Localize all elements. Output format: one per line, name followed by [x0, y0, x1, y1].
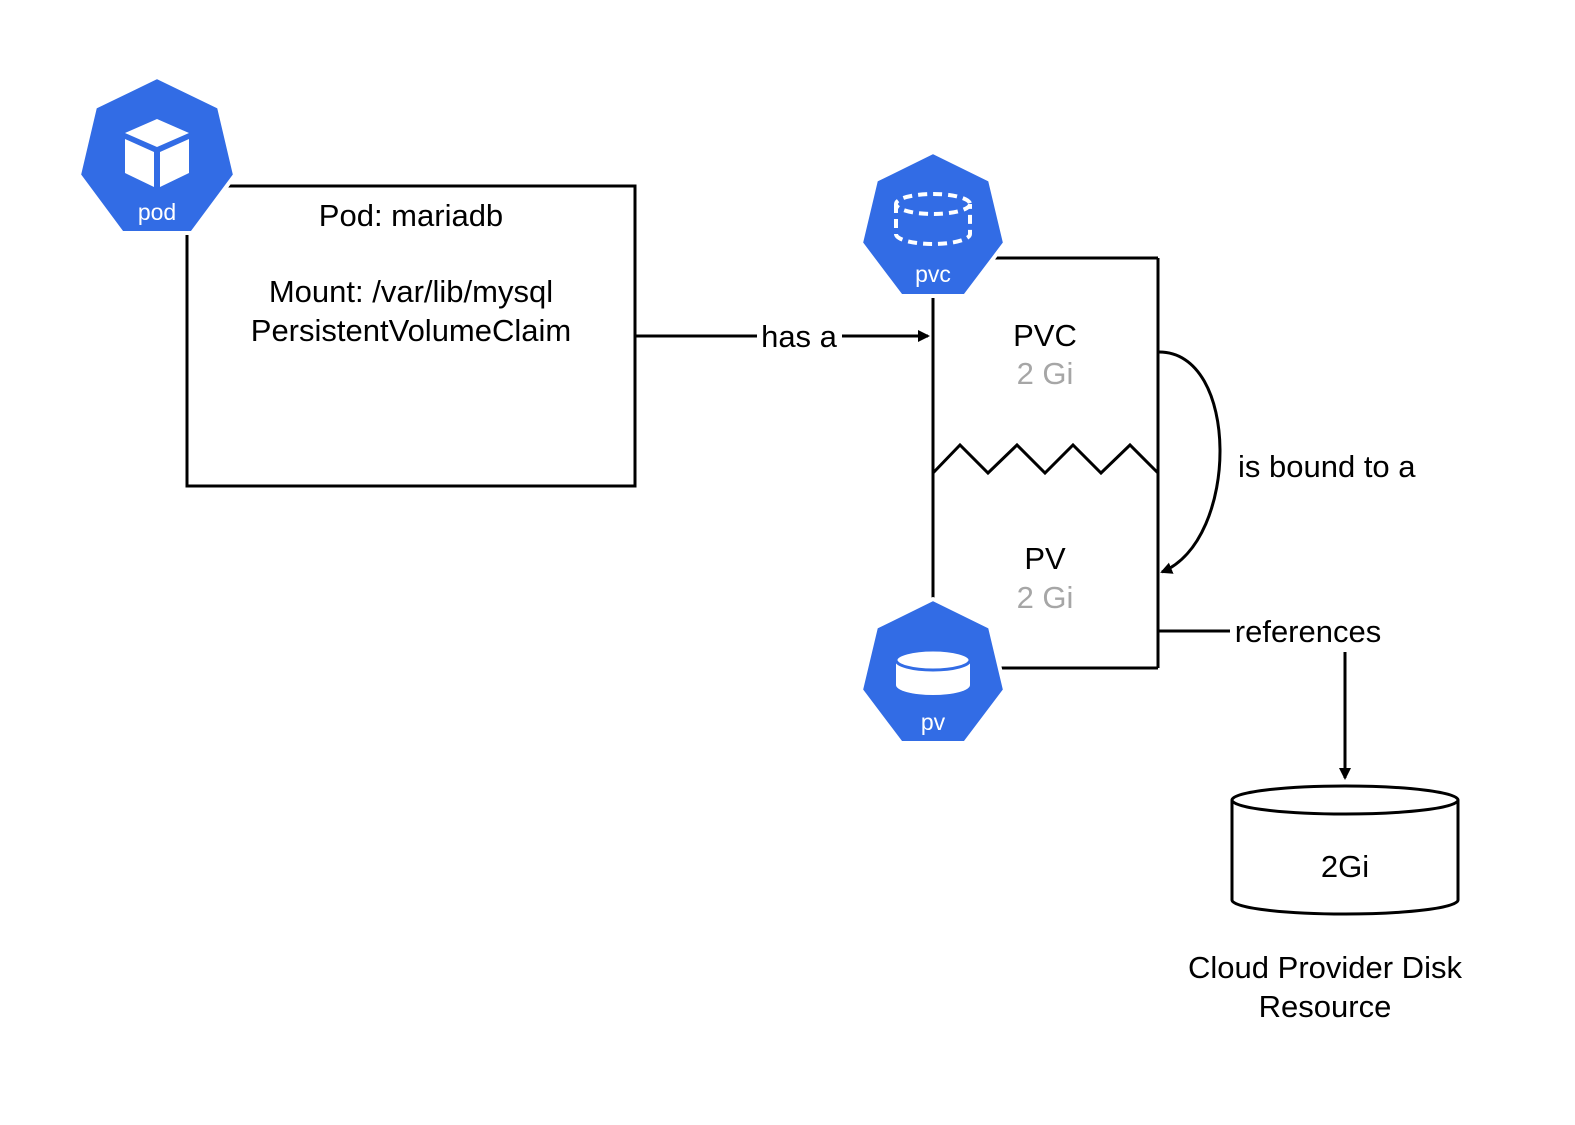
cube-icon	[125, 119, 189, 187]
is-bound-to-label: is bound to a	[1238, 449, 1416, 484]
disk-caption-line1: Cloud Provider Disk	[1188, 950, 1462, 985]
references-label: references	[1235, 614, 1381, 649]
pv-icon-label: pv	[921, 709, 946, 735]
pvc-icon: pvc	[859, 150, 1007, 298]
pv-size: 2 Gi	[1017, 580, 1074, 615]
pod-mount: Mount: /var/lib/mysql	[269, 274, 553, 309]
has-a-label: has a	[761, 319, 838, 354]
pv-name: PV	[1024, 541, 1066, 576]
pod-claim: PersistentVolumeClaim	[251, 313, 571, 348]
pvc-size: 2 Gi	[1017, 356, 1074, 391]
pv-icon: pv	[859, 597, 1007, 745]
cloud-disk-cylinder[interactable]: 2Gi	[1230, 784, 1460, 916]
references-edge[interactable]: references	[1158, 614, 1381, 780]
cylinder-icon	[894, 648, 972, 695]
pod-icon-label: pod	[138, 199, 176, 225]
pvc-name: PVC	[1013, 318, 1077, 353]
has-a-edge[interactable]: has a	[635, 319, 930, 354]
zigzag-separator	[931, 442, 1160, 476]
is-bound-to-edge[interactable]: is bound to a	[1157, 350, 1416, 574]
disk-size: 2Gi	[1321, 849, 1369, 884]
pod-box[interactable]: Pod: mariadb Mount: /var/lib/mysql Persi…	[185, 184, 637, 488]
pvc-icon-label: pvc	[915, 261, 951, 287]
pod-icon: pod	[77, 75, 237, 235]
disk-caption-line2: Resource	[1259, 989, 1392, 1024]
dashed-cylinder-icon	[894, 192, 972, 246]
pvc-pv-box[interactable]: PVC 2 Gi PV 2 Gi	[931, 256, 1160, 670]
pod-title: Pod: mariadb	[319, 198, 503, 233]
